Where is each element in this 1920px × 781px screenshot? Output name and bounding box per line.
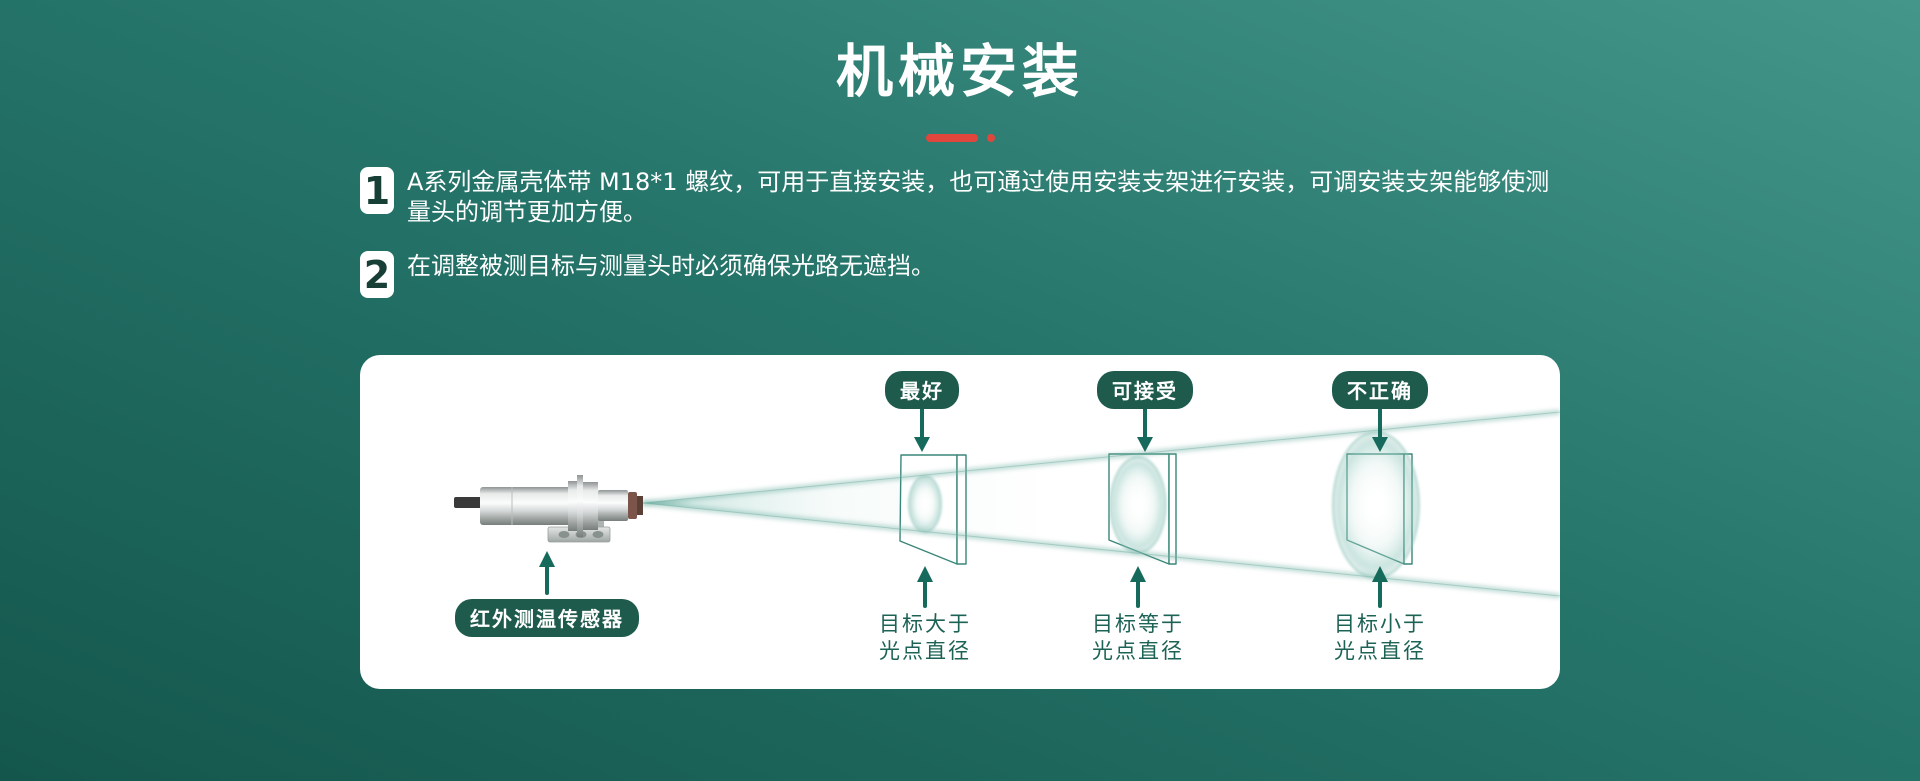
instruction-item-2: 2 在调整被测目标与测量头时必须确保光路无遮挡。: [360, 251, 1560, 298]
light-cone: [643, 412, 1560, 596]
red-dash: [925, 134, 978, 142]
spot-ellipse-2: [1109, 456, 1167, 554]
up-arrow-icon: [539, 551, 555, 595]
light-cone-edges: [642, 410, 1560, 598]
instruction-list: 1 A系列金属壳体带 M18*1 螺纹，可用于直接安装，也可通过使用安装支架进行…: [360, 167, 1560, 298]
caption-line: 目标大于: [879, 612, 971, 636]
caption-line: 目标小于: [1334, 612, 1426, 636]
target-caption-2: 目标等于 光点直径: [1092, 611, 1184, 665]
diagram-card: 最好 可接受 不正确 目标大于 光点直径 目标等于 光点直径 目标小于 光点直径…: [360, 355, 1560, 689]
up-arrow-icon: [1372, 566, 1388, 608]
quality-tag-acceptable: 可接受: [1097, 371, 1193, 409]
step-number-badge: 1: [360, 167, 394, 214]
down-arrow-icon: [914, 405, 930, 452]
target-caption-3: 目标小于 光点直径: [1334, 611, 1426, 665]
up-arrow-icon: [917, 566, 933, 608]
spot-ellipse-1: [908, 475, 942, 533]
optical-path-diagram: [454, 405, 1560, 608]
caption-line: 光点直径: [1334, 639, 1426, 663]
target-caption-1: 目标大于 光点直径: [879, 611, 971, 665]
pointer-arrows: [539, 405, 1388, 608]
quality-tag-incorrect: 不正确: [1332, 371, 1428, 409]
sensor-label: 红外测温传感器: [455, 599, 639, 637]
light-spots: [908, 431, 1420, 579]
down-arrow-icon: [1372, 405, 1388, 452]
caption-line: 目标等于: [1092, 612, 1184, 636]
red-dot: [986, 134, 995, 142]
page-title: 机械安装: [836, 39, 1084, 105]
step-number-badge: 2: [360, 251, 394, 298]
caption-line: 光点直径: [1092, 639, 1184, 663]
caption-line: 光点直径: [879, 639, 971, 663]
down-arrow-icon: [1137, 405, 1153, 452]
instruction-item-1: 1 A系列金属壳体带 M18*1 螺纹，可用于直接安装，也可通过使用安装支架进行…: [360, 167, 1560, 227]
step-text: A系列金属壳体带 M18*1 螺纹，可用于直接安装，也可通过使用安装支架进行安装…: [407, 168, 1550, 226]
title-divider: [0, 134, 1920, 142]
up-arrow-icon: [1130, 566, 1146, 608]
spot-ellipse-3: [1332, 431, 1420, 579]
quality-tag-best: 最好: [885, 371, 959, 409]
step-text: 在调整被测目标与测量头时必须确保光路无遮挡。: [407, 252, 935, 280]
sensor-illustration: [454, 475, 643, 543]
